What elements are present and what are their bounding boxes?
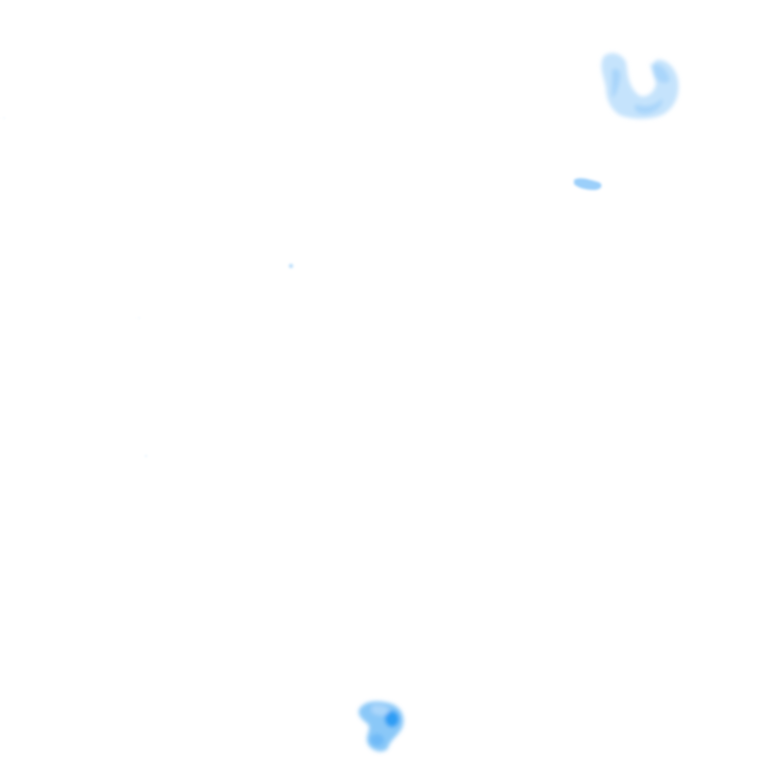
radar-echo-northeast-streak (574, 178, 602, 190)
radar-echo-south-cluster (358, 701, 404, 752)
radar-echo-northeast-ring (601, 53, 679, 119)
radar-echo-speck (3, 117, 294, 458)
